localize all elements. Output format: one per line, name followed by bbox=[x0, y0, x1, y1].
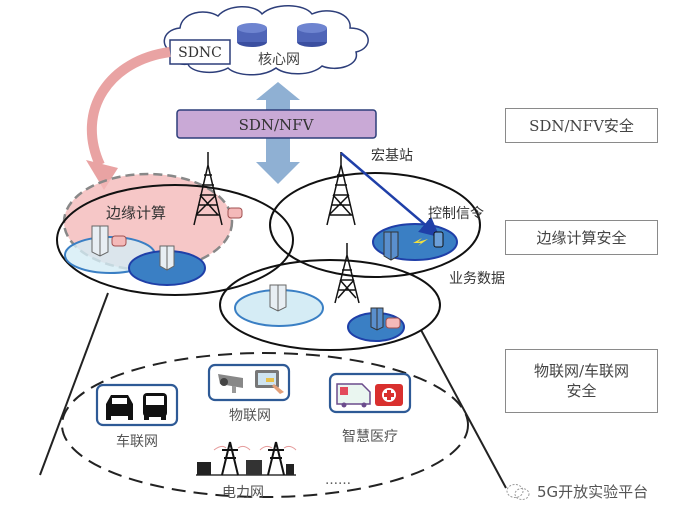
small-base-station-icon bbox=[269, 284, 287, 312]
scope-line-right bbox=[420, 329, 507, 489]
power-tower-icon bbox=[267, 441, 285, 476]
factory-icon bbox=[197, 462, 211, 475]
vehicle-network-group: 车联网 bbox=[95, 383, 179, 450]
iot-v2x-security-box: 物联网/车联网 安全 bbox=[505, 349, 658, 413]
wechat-icon bbox=[506, 483, 530, 500]
tower-icon bbox=[334, 243, 360, 304]
edge-server-icon bbox=[385, 317, 401, 329]
sdn-nfv-security-box: SDN/NFV安全 bbox=[505, 108, 658, 143]
sdn-nfv-security-label: SDN/NFV安全 bbox=[529, 116, 634, 135]
macro-station-label: 宏基站 bbox=[371, 147, 413, 164]
edge-computing-security-box: 边缘计算安全 bbox=[505, 220, 658, 255]
iot-group: 物联网 bbox=[207, 363, 291, 424]
power-grid-group: 电力网 bbox=[196, 441, 297, 501]
iot-domain-boundary bbox=[61, 352, 469, 498]
router-icon bbox=[237, 23, 267, 47]
more-ellipsis: …… bbox=[325, 473, 351, 488]
small-base-station-icon bbox=[383, 231, 399, 261]
lightning-icon bbox=[413, 238, 428, 246]
business-data-label: 业务数据 bbox=[449, 271, 505, 287]
pink-arrow bbox=[86, 47, 171, 190]
edge-computing-label: 边缘计算 bbox=[106, 204, 166, 222]
scope-line-left bbox=[39, 292, 109, 476]
phone-icon bbox=[433, 231, 444, 248]
first-aid-kit-icon bbox=[375, 384, 403, 406]
tablet-icon bbox=[255, 370, 284, 394]
car-icon bbox=[106, 395, 133, 420]
sdn-nfv-label: SDN/NFV bbox=[239, 116, 315, 134]
power-tower-icon bbox=[221, 441, 239, 476]
tower-icon bbox=[326, 152, 356, 226]
smart-medical-group: 智慧医疗 bbox=[328, 372, 412, 445]
control-signal-arrow bbox=[340, 152, 440, 238]
tower-icon bbox=[193, 152, 223, 226]
building-icon bbox=[246, 460, 262, 475]
edge-server-icon bbox=[111, 235, 127, 247]
iot-v2x-security-label-line1: 物联网/车联网 bbox=[533, 362, 630, 380]
power-grid-label: 电力网 bbox=[222, 485, 264, 501]
sdnc-label: SDNC bbox=[178, 45, 222, 61]
sdn-nfv-bar: SDN/NFV bbox=[176, 109, 377, 139]
smart-medical-label: 智慧医疗 bbox=[342, 429, 398, 445]
cell-boundary bbox=[269, 172, 481, 278]
small-base-station-icon bbox=[159, 245, 175, 271]
edge-server-icon bbox=[227, 207, 243, 219]
small-base-station-icon bbox=[91, 225, 109, 257]
camera-icon bbox=[218, 374, 243, 393]
bus-icon bbox=[143, 393, 167, 420]
watermark: 5G开放实验平台 bbox=[505, 481, 648, 502]
iot-label: 物联网 bbox=[229, 408, 271, 424]
vehicle-network-label: 车联网 bbox=[116, 433, 158, 450]
iot-v2x-security-label-line2: 安全 bbox=[566, 382, 597, 400]
cell-boundary bbox=[56, 184, 294, 296]
router-icon bbox=[297, 23, 327, 47]
core-network-label: 核心网 bbox=[258, 52, 300, 68]
watermark-label: 5G开放实验平台 bbox=[537, 483, 649, 501]
cell-boundary bbox=[219, 259, 441, 351]
ambulance-icon bbox=[336, 383, 371, 408]
sdnc-box: SDNC bbox=[169, 39, 231, 65]
edge-computing-security-label: 边缘计算安全 bbox=[536, 228, 627, 247]
control-signal-label: 控制信令 bbox=[428, 206, 484, 222]
small-base-station-icon bbox=[370, 307, 384, 331]
